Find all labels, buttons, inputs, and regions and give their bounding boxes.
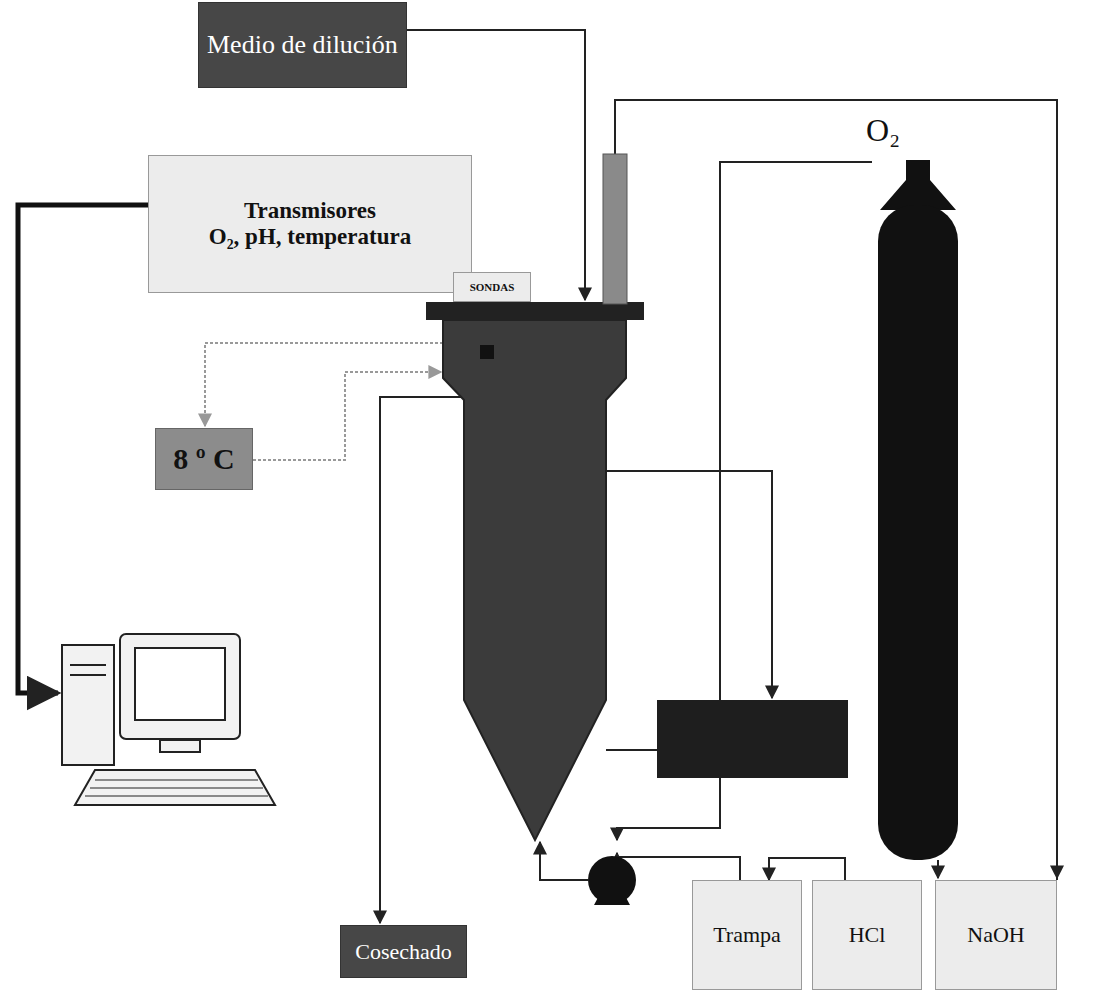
connector <box>769 858 845 880</box>
gas-label: O₂ <box>866 112 900 149</box>
chiller-box: 8 º C <box>155 428 253 490</box>
node-text: NaOH <box>967 922 1024 948</box>
node-text: O₂, pH, temperatura <box>209 224 411 250</box>
feed-box: Medio de dilución <box>198 2 407 88</box>
probe-box: SONDAS <box>453 272 531 302</box>
harvest-box: Cosechado <box>340 925 467 978</box>
node-text: Trampa <box>713 922 781 948</box>
node-text: Transmisores <box>244 198 376 224</box>
node-text: Cosechado <box>355 939 452 965</box>
transmitter-box: TransmisoresO₂, pH, temperatura <box>148 155 472 293</box>
node-text: SONDAS <box>470 281 515 293</box>
acid-box: HCl <box>812 880 922 990</box>
trap-box: Trampa <box>692 880 802 990</box>
base-box: NaOH <box>935 880 1057 990</box>
node-text: 8 º C <box>173 442 235 476</box>
node-text: Medio de dilución <box>207 30 398 60</box>
node-text: HCl <box>849 922 886 948</box>
